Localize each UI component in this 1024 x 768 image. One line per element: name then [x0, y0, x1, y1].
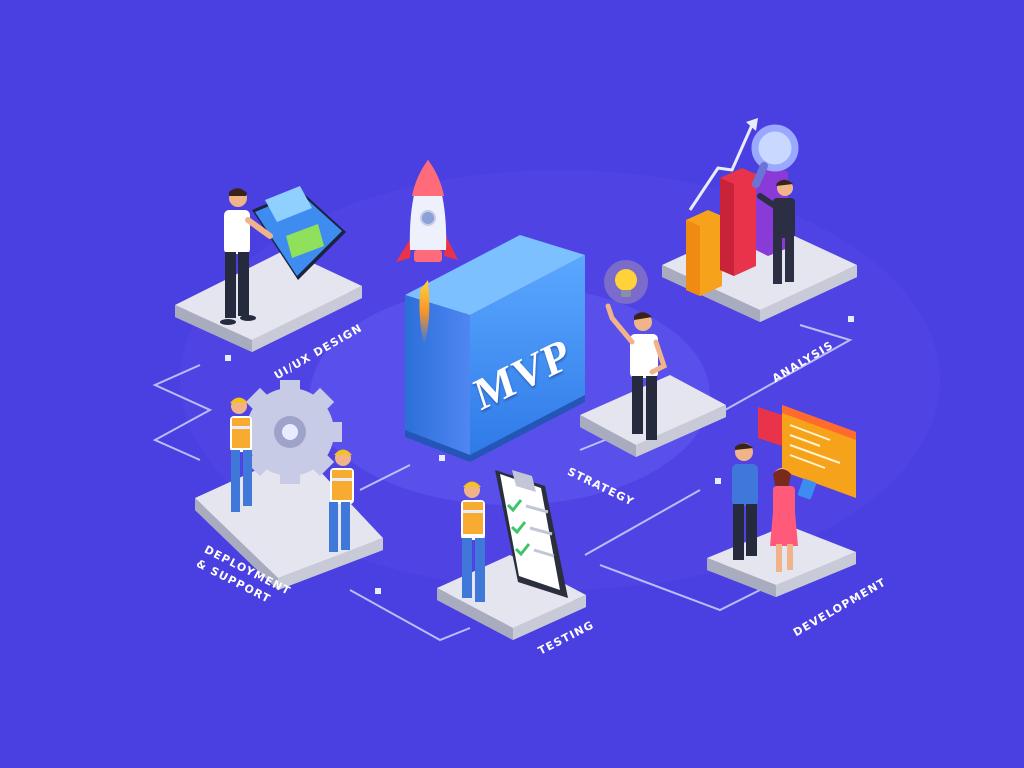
- strategist-figure: [605, 303, 668, 440]
- mvp-cube: [405, 235, 585, 462]
- developer-figure-woman: [770, 468, 817, 572]
- ui-ux-platform: [175, 250, 362, 352]
- clipboard-icon: [495, 470, 568, 598]
- tablet-icon: [252, 186, 346, 280]
- developer-figure-man: [732, 443, 758, 560]
- worker-figure-right: [329, 449, 354, 552]
- code-window-icon: [758, 405, 856, 498]
- connector-dots: [225, 316, 854, 594]
- worker-figure-left: [230, 397, 252, 512]
- lightbulb-icon: [604, 260, 648, 304]
- testing-platform: [437, 555, 586, 640]
- tester-figure: [461, 481, 485, 602]
- magnifier-icon: [751, 124, 799, 188]
- analyst-figure: [757, 179, 795, 284]
- rocket-icon: [396, 160, 458, 345]
- designer-figure: [220, 188, 273, 325]
- gear-icon: [238, 380, 342, 484]
